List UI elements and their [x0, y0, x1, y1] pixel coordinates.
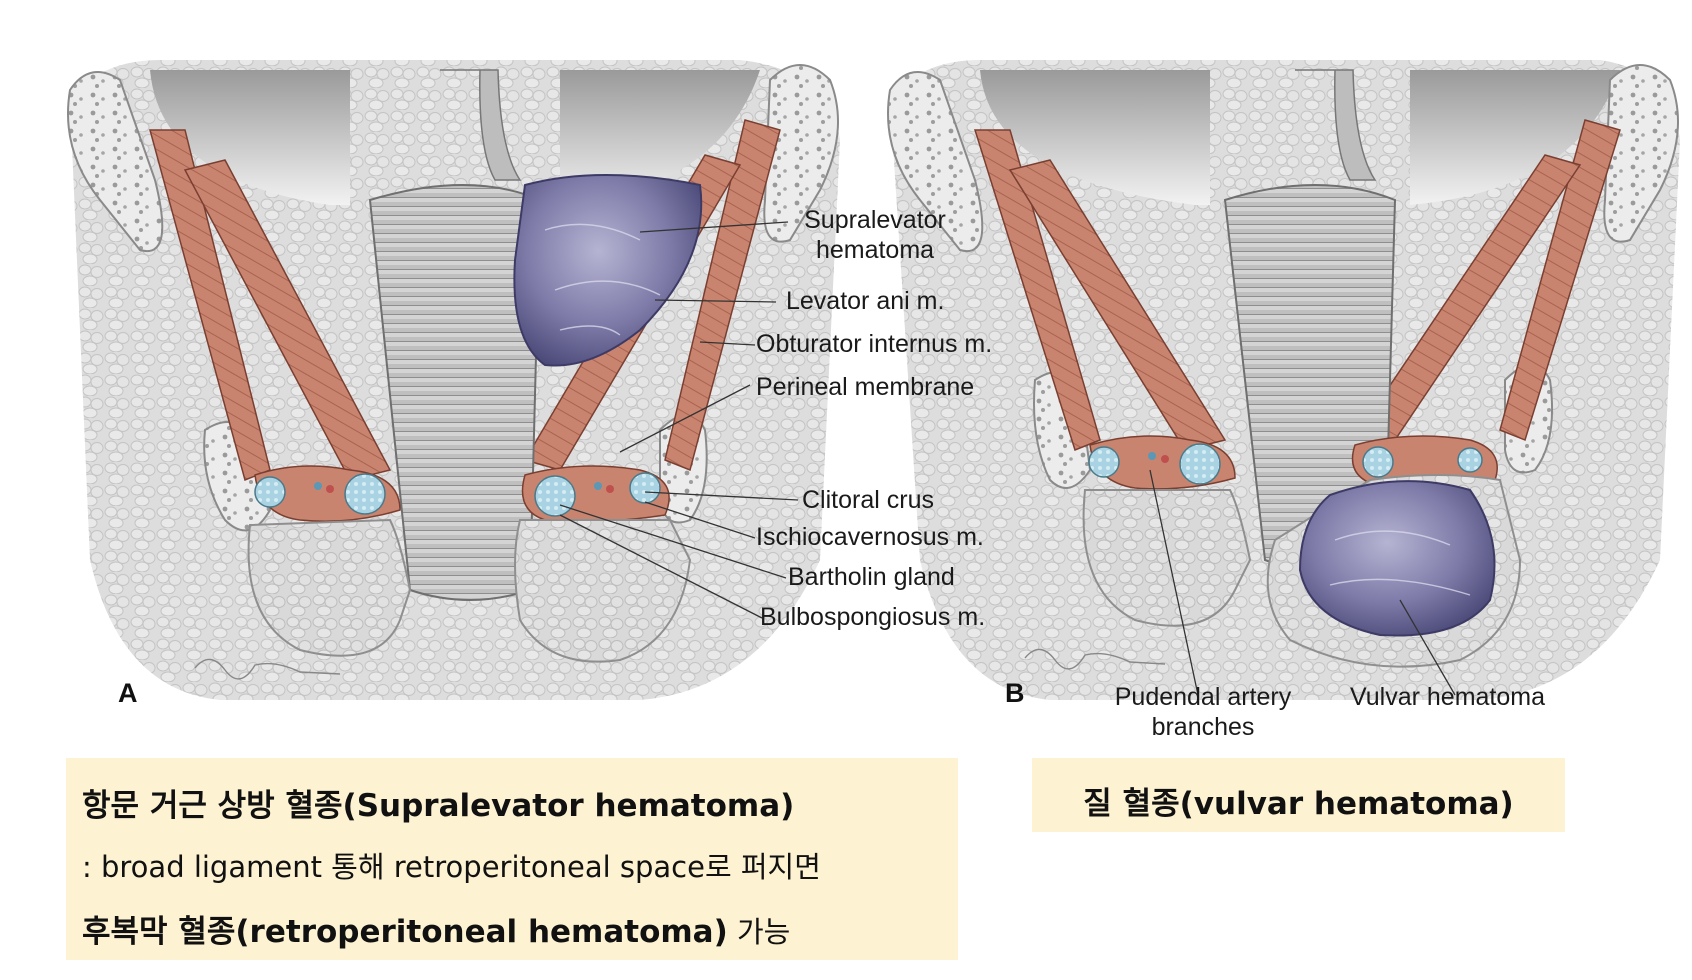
caption-a-line3: 후복막 혈종(retroperitoneal hematoma) 가능 — [82, 906, 790, 951]
caption-a-line2: : broad ligament 통해 retroperitoneal spac… — [82, 850, 821, 884]
panel-a-illustration — [67, 60, 840, 700]
label-ischiocavernosus: Ischiocavernosus m. — [756, 523, 984, 551]
label-levator-ani: Levator ani m. — [786, 287, 945, 315]
panel-letter-b: B — [1005, 678, 1025, 708]
label-perineal-membrane: Perineal membrane — [756, 373, 975, 401]
label-obturator-internus: Obturator internus m. — [756, 330, 993, 358]
label-clitoral-crus: Clitoral crus — [802, 486, 934, 514]
panel-letter-a: A — [118, 678, 138, 708]
caption-a-line3-plain: 가능 — [727, 915, 791, 949]
label-bulbospongiosus: Bulbospongiosus m. — [760, 603, 986, 631]
label-line: branches — [1151, 713, 1255, 741]
caption-b-title: 질 혈종(vulvar hematoma) — [1083, 786, 1514, 822]
caption-box-a: 항문 거근 상방 혈종(Supralevator hematoma) : bro… — [66, 758, 958, 960]
caption-a-title: 항문 거근 상방 혈종(Supralevator hematoma) — [82, 788, 795, 824]
caption-box-b: 질 혈종(vulvar hematoma) — [1032, 758, 1565, 832]
panel-b-illustration — [887, 60, 1680, 700]
label-pudendal-artery-branches: Pudendal artery branches — [1098, 682, 1308, 742]
label-bartholin-gland: Bartholin gland — [788, 563, 955, 591]
label-vulvar-hematoma: Vulvar hematoma — [1350, 683, 1545, 711]
caption-a-line3-bold: 후복막 혈종(retroperitoneal hematoma) — [82, 914, 728, 950]
label-line: Supralevator — [804, 206, 946, 234]
label-line: hematoma — [815, 236, 935, 264]
label-line: Pudendal artery — [1114, 683, 1292, 711]
label-supralevator-hematoma: Supralevator hematoma — [790, 205, 960, 265]
